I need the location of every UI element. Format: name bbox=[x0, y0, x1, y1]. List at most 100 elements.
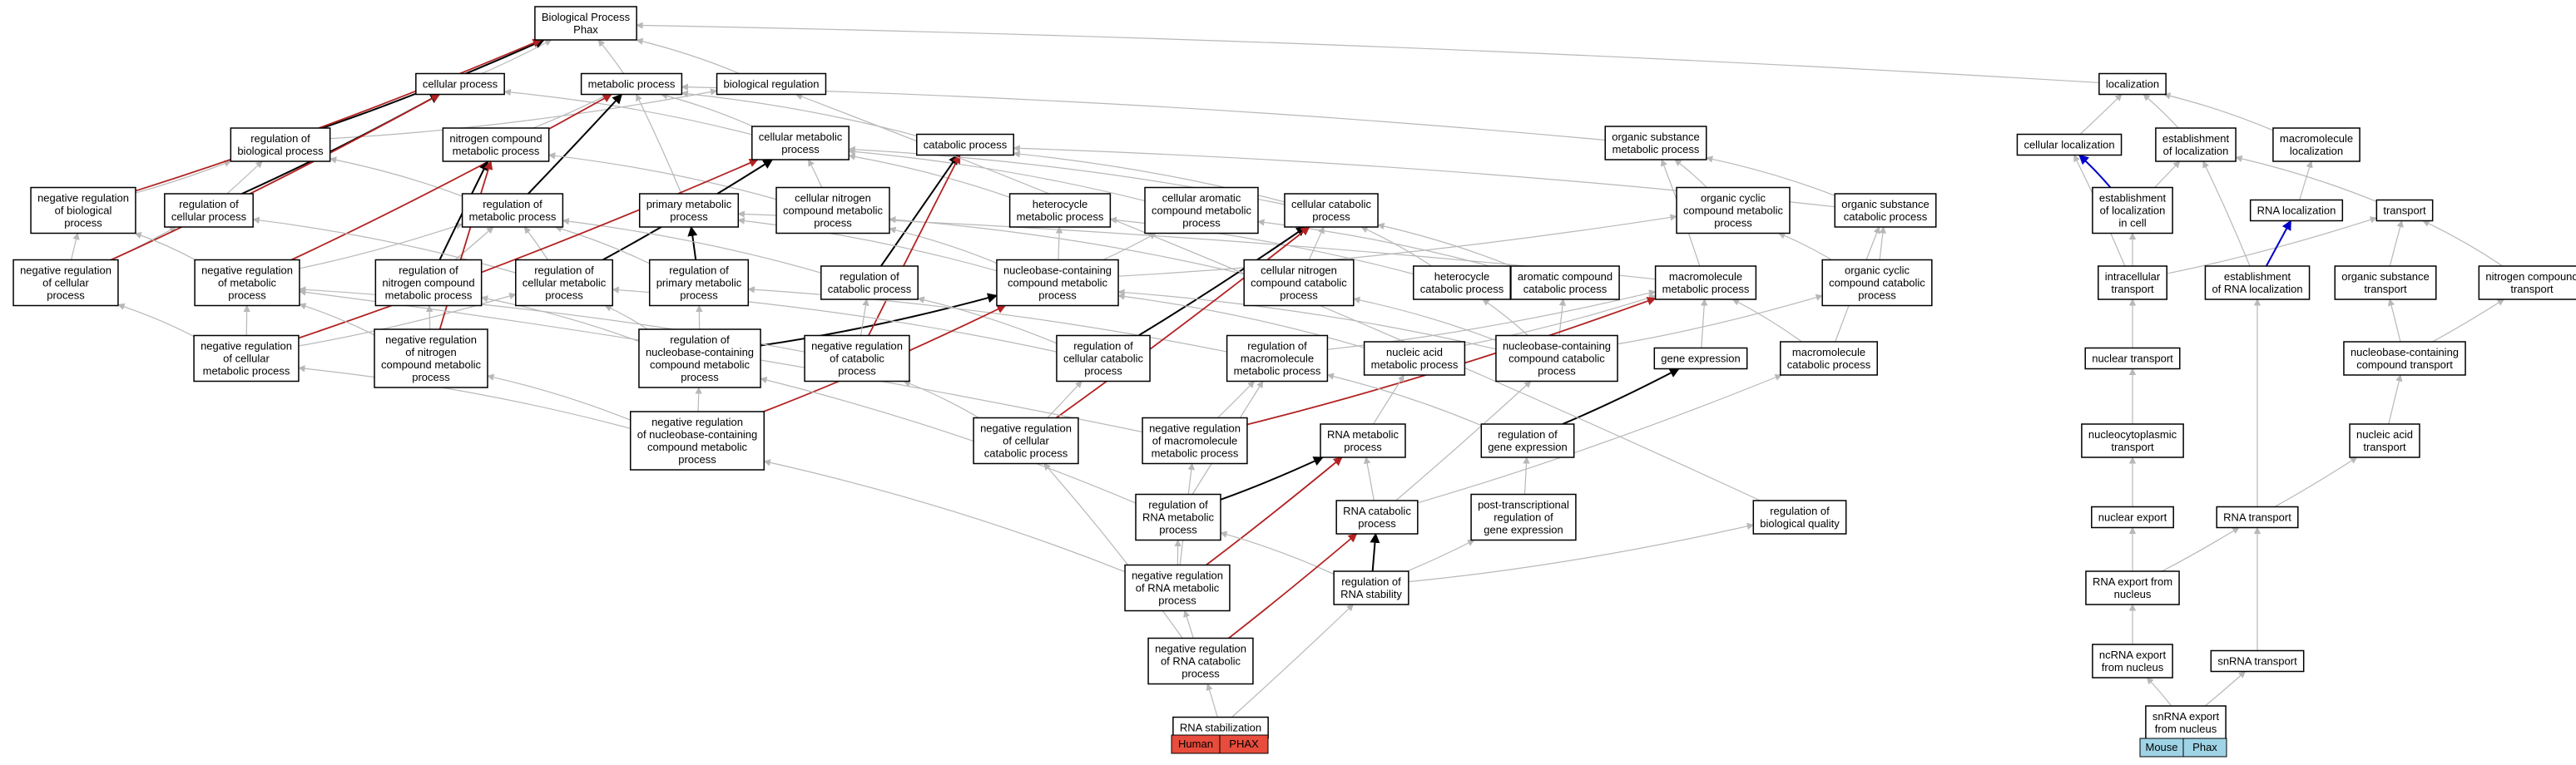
go-term-label-line: regulation of bbox=[1073, 340, 1133, 353]
go-term-box bbox=[2216, 506, 2299, 529]
go-term-label-line: regulation of bbox=[483, 198, 542, 210]
go-term-label-line: metabolic process bbox=[453, 145, 540, 157]
go-term-box bbox=[1604, 126, 1707, 160]
edge-regulation-of-metabolic-process-to-regulation-of-biological-process bbox=[329, 156, 463, 197]
go-term-label-line: RNA metabolic bbox=[1327, 428, 1399, 441]
go-term-box bbox=[648, 259, 750, 307]
edge-negative-regulation-of-rna-catabolic-process-to-negative-regulation-of-rna-metabolic-process bbox=[1183, 610, 1194, 639]
go-term-label-line: compound metabolic bbox=[1683, 205, 1783, 217]
edge-negative-regulation-of-cellular-process-to-negative-regulation-of-biological-process bbox=[71, 232, 80, 260]
go-term-label-line: macromolecule bbox=[1669, 270, 1742, 283]
go-term-label-line: of RNA metabolic bbox=[1136, 582, 1220, 595]
go-term-label-line: transport bbox=[2111, 283, 2154, 295]
go-term-box bbox=[638, 193, 740, 228]
go-term-label-line: metabolic process bbox=[1662, 283, 1750, 295]
go-term-box bbox=[1320, 423, 1406, 458]
edge-regulation-of-cellular-catabolic-process-to-cellular-catabolic-process bbox=[1137, 226, 1307, 337]
legend-mouse-phax: Mouse Phax bbox=[2139, 738, 2227, 758]
go-term-label-line: cellular catabolic bbox=[1063, 353, 1144, 365]
go-term-label-line: localization bbox=[2290, 145, 2343, 157]
go-term-label-line: organic substance bbox=[2341, 270, 2430, 283]
go-term-label-line: negative regulation bbox=[201, 340, 292, 353]
edge-post-transcriptional-regulation-of-gene-expression-to-regulation-of-gene-expression bbox=[1523, 457, 1530, 495]
edge-regulation-of-cellular-metabolic-process-to-regulation-of-cellular-process bbox=[252, 216, 516, 274]
edge-negative-regulation-of-catabolic-process-to-regulation-of-catabolic-process bbox=[859, 299, 869, 336]
go-term-label-line: regulation of bbox=[250, 132, 310, 145]
go-term-localization: localization bbox=[2098, 72, 2167, 96]
go-term-label-line: localization bbox=[2106, 78, 2159, 91]
edge-intracellular-transport-to-transport bbox=[2167, 216, 2378, 274]
edge-negative-regulation-of-biological-process-to-bp-phax bbox=[135, 38, 542, 192]
edge-regulation-of-cellular-process-to-regulation-of-biological-process bbox=[226, 160, 263, 195]
go-term-label-line: process bbox=[670, 210, 708, 223]
go-term-label-line: transport bbox=[2364, 283, 2407, 295]
edge-nitrogen-compound-metabolic-process-to-metabolic-process bbox=[533, 93, 609, 129]
edge-snrna-export-from-nucleus-to-ncrna-export-from-nucleus bbox=[2146, 677, 2172, 707]
go-term-label-line: cellular process bbox=[423, 78, 498, 91]
go-term-box bbox=[716, 72, 827, 96]
go-term-box bbox=[2204, 265, 2311, 300]
edge-nucleobase-containing-compound-catabolic-process-to-nucleobase-containing-compound-metabolic-process bbox=[1117, 289, 1497, 350]
edge-regulation-of-gene-expression-to-regulation-of-macromolecule-metabolic-process bbox=[1326, 373, 1482, 427]
go-term-box bbox=[2092, 186, 2173, 234]
go-term-label-line: compound metabolic bbox=[647, 441, 747, 453]
go-term-label-line: negative regulation bbox=[201, 264, 293, 277]
go-term-label-line: nuclear export bbox=[2098, 511, 2167, 524]
go-term-label-line: cellular nitrogen bbox=[795, 192, 871, 205]
edge-rna-stabilization-to-negative-regulation-of-rna-catabolic-process bbox=[1206, 683, 1218, 718]
edge-regulation-of-rna-stability-to-regulation-of-rna-metabolic-process bbox=[1220, 531, 1335, 575]
go-term-label-line: process bbox=[678, 453, 716, 466]
go-term-label-line: heterocycle bbox=[1033, 198, 1087, 210]
go-term-label-line: metabolic process bbox=[203, 365, 290, 378]
edge-cellular-metabolic-process-to-cellular-process bbox=[503, 88, 752, 136]
edge-biological-regulation-to-bp-phax bbox=[636, 37, 741, 75]
go-term-label-line: compound catabolic bbox=[1251, 277, 1347, 289]
go-term-nuclear-transport: nuclear transport bbox=[2084, 347, 2181, 370]
go-term-box bbox=[2098, 265, 2167, 300]
edge-rna-catabolic-process-to-rna-metabolic-process bbox=[1364, 457, 1375, 501]
edge-gene-expression-to-macromolecule-metabolic-process bbox=[1700, 299, 1708, 348]
edge-establishment-of-localization-to-localization bbox=[2143, 93, 2179, 129]
go-term-label-line: organic substance bbox=[1612, 131, 1700, 143]
go-term-label-line: cellular metabolic bbox=[759, 131, 843, 143]
go-term-label-line: of nitrogen bbox=[405, 346, 456, 358]
go-term-label-line: establishment bbox=[2224, 270, 2291, 283]
go-term-box bbox=[1333, 570, 1409, 605]
edge-nucleic-acid-transport-to-nucleobase-containing-compound-transport bbox=[2388, 374, 2403, 425]
go-term-box bbox=[973, 417, 1079, 465]
edge-negative-regulation-of-metabolic-process-to-metabolic-process bbox=[290, 93, 612, 261]
go-term-label-line: macromolecule bbox=[1241, 353, 1314, 365]
go-term-label-line: process bbox=[1038, 289, 1077, 302]
edge-nucleobase-containing-compound-metabolic-process-to-cellular-nitrogen-compound-metabolic-process bbox=[889, 226, 998, 264]
go-term-label-line: nuclear transport bbox=[2092, 353, 2173, 365]
go-term-label-line: from nucleus bbox=[2155, 723, 2217, 735]
go-term-label-line: compound transport bbox=[2356, 358, 2453, 371]
edge-nucleobase-containing-compound-catabolic-process-to-heterocycle-catabolic-process bbox=[1482, 299, 1528, 336]
edge-negative-regulation-of-macromolecule-metabolic-process-to-regulation-of-macromolecule-metabolic-process bbox=[1217, 380, 1256, 418]
go-term-box bbox=[1226, 334, 1329, 382]
edge-establishment-of-localization-in-cell-to-establishment-of-localization bbox=[2154, 160, 2181, 188]
go-term-label-line: biological quality bbox=[1760, 517, 1840, 530]
go-term-label-line: metabolic process bbox=[1152, 447, 1239, 460]
go-term-box bbox=[804, 334, 910, 382]
go-term-label-line: Biological Process bbox=[542, 11, 631, 23]
edge-regulation-of-catabolic-process-to-regulation-of-metabolic-process bbox=[562, 218, 821, 274]
go-term-rna-transport: RNA transport bbox=[2216, 506, 2299, 529]
edge-rna-catabolic-process-to-nucleobase-containing-compound-catabolic-process bbox=[1395, 380, 1532, 501]
